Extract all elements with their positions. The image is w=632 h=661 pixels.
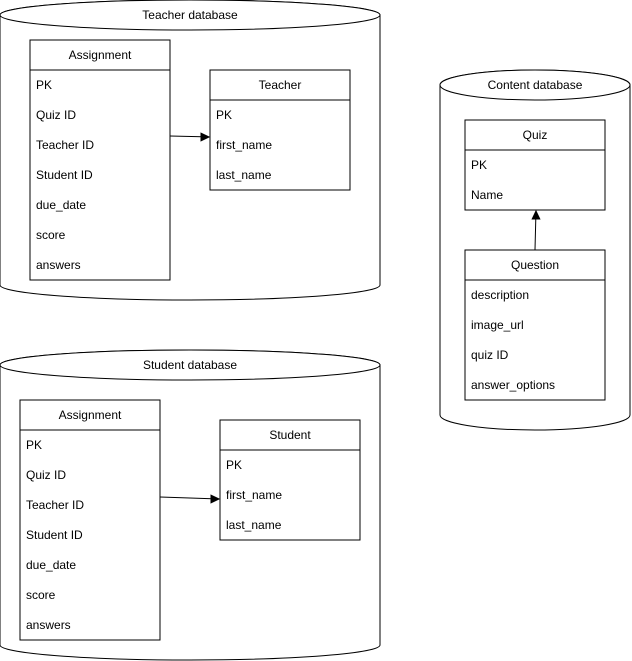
- student-assignment-field: Quiz ID: [26, 468, 66, 482]
- teacher-assignment-field: score: [36, 228, 66, 242]
- edge-teacher-assignment-to-teacher[interactable]: [169, 132, 211, 142]
- question-table[interactable]: Question description image_url quiz ID a…: [464, 249, 606, 401]
- question-table-field: description: [471, 288, 529, 302]
- teacher-assignment-table[interactable]: Assignment PK Quiz ID Teacher ID Student…: [29, 39, 171, 281]
- quiz-table-field: PK: [471, 158, 487, 172]
- student-assignment-field: due_date: [26, 558, 76, 572]
- arrowhead-icon: [210, 494, 221, 504]
- teacher-table-field: PK: [216, 108, 232, 122]
- teacher-table[interactable]: Teacher PK first_name last_name: [209, 69, 351, 191]
- student-assignment-field: answers: [26, 618, 71, 632]
- student-table-field: PK: [226, 458, 242, 472]
- student-assignment-table[interactable]: Assignment PK Quiz ID Teacher ID Student…: [19, 399, 161, 641]
- teacher-assignment-field: Student ID: [36, 168, 93, 182]
- teacher-table-field: last_name: [216, 168, 272, 182]
- teacher-database-label: Teacher database: [142, 8, 238, 22]
- quiz-table[interactable]: Quiz PK Name: [464, 119, 606, 211]
- quiz-table-field: Name: [471, 188, 503, 202]
- teacher-table-field: first_name: [216, 138, 272, 152]
- quiz-table-title: Quiz: [523, 128, 548, 142]
- student-assignment-field: score: [26, 588, 56, 602]
- teacher-assignment-field: answers: [36, 258, 81, 272]
- teacher-assignment-field: Quiz ID: [36, 108, 76, 122]
- student-assignment-field: PK: [26, 438, 42, 452]
- student-database-label: Student database: [143, 358, 237, 372]
- arrowhead-icon: [200, 132, 211, 142]
- student-table-title: Student: [269, 428, 311, 442]
- student-assignment-field: Teacher ID: [26, 498, 84, 512]
- content-database-label: Content database: [488, 78, 583, 92]
- question-table-field: answer_options: [471, 378, 555, 392]
- teacher-table-title: Teacher: [259, 78, 302, 92]
- edge-student-assignment-to-student[interactable]: [159, 494, 221, 504]
- teacher-assignment-field: due_date: [36, 198, 86, 212]
- student-table-field: first_name: [226, 488, 282, 502]
- question-table-field: quiz ID: [471, 348, 509, 362]
- question-table-field: image_url: [471, 318, 524, 332]
- teacher-assignment-field: PK: [36, 78, 52, 92]
- student-table-field: last_name: [226, 518, 282, 532]
- edge-question-to-quiz[interactable]: [531, 209, 541, 251]
- teacher-assignment-field: Teacher ID: [36, 138, 94, 152]
- teacher-assignment-table-title: Assignment: [69, 48, 132, 62]
- question-table-title: Question: [511, 258, 559, 272]
- student-table[interactable]: Student PK first_name last_name: [219, 419, 361, 541]
- student-assignment-field: Student ID: [26, 528, 83, 542]
- arrowhead-icon: [531, 209, 541, 220]
- student-assignment-table-title: Assignment: [59, 408, 122, 422]
